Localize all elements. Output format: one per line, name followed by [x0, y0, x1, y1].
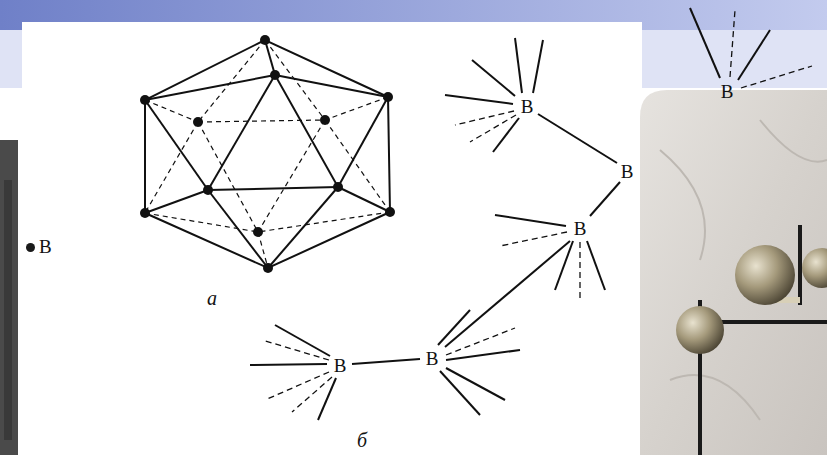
- atom-label: B: [721, 82, 734, 101]
- boron-atoms: [140, 35, 395, 273]
- legend-row: B: [26, 236, 52, 258]
- photo-strip-texture: [4, 180, 12, 440]
- atom-label: B: [521, 97, 534, 116]
- figure-letter: а: [207, 288, 217, 308]
- atom-label: B: [621, 162, 634, 181]
- atom-label: B: [426, 349, 439, 368]
- atom-label: B: [574, 219, 587, 238]
- legend-swatch: [26, 243, 35, 252]
- hidden-edges: [145, 40, 390, 268]
- atom-label: B: [334, 356, 347, 375]
- icosahedron: [145, 40, 390, 268]
- legend-text: B: [39, 236, 52, 258]
- photo-strip: [0, 140, 18, 455]
- diagram-panel: [22, 22, 642, 455]
- model-photo: [640, 90, 827, 455]
- figure-letter: б: [357, 430, 367, 450]
